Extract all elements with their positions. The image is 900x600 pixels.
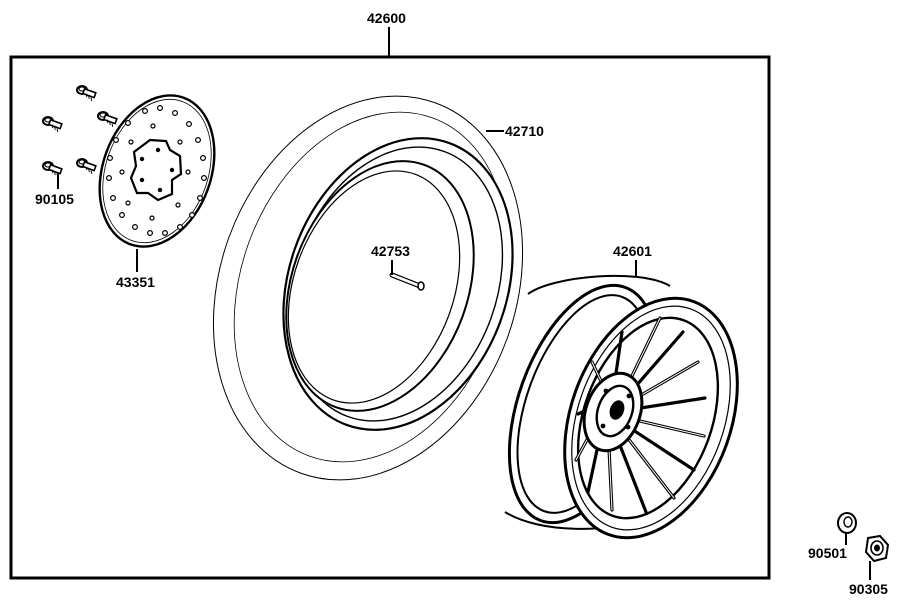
rim-drawing [504, 274, 739, 540]
brake-disc-drawing [98, 94, 216, 248]
tire-drawing [212, 95, 524, 481]
nut-part-number: 90305 [849, 581, 888, 597]
nut-drawing [864, 534, 890, 563]
valve-drawing [389, 272, 425, 291]
disc-bolt-part-number: 90105 [35, 191, 74, 207]
washer-drawing [837, 512, 857, 534]
valve-part-number: 42753 [371, 243, 410, 259]
brake-disc-part-number: 43351 [116, 274, 155, 290]
washer-part-number: 90501 [808, 545, 847, 561]
rim-part-number: 42601 [613, 243, 652, 259]
tire-part-number: 42710 [505, 123, 544, 139]
assembly-part-number: 42600 [367, 10, 406, 26]
